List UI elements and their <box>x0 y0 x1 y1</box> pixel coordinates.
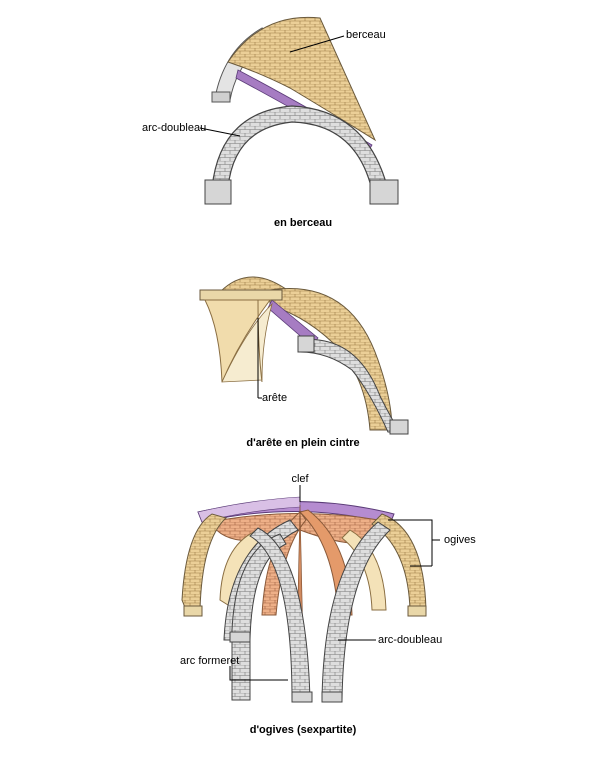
caption-en-berceau: en berceau <box>274 217 332 229</box>
label-arete: arête <box>262 392 287 404</box>
berceau-leader-line <box>289 35 345 53</box>
label-clef: clef <box>291 473 309 485</box>
label-berceau: berceau <box>346 29 386 41</box>
arc-doubleau-leader-line-1 <box>199 127 241 137</box>
caption-d-arete-en-plein-cintre: d'arête en plein cintre <box>246 437 359 449</box>
label-ogives: ogives <box>444 534 476 546</box>
caption-d-ogives-sexpartite: d'ogives (sexpartite) <box>250 724 357 736</box>
label-arc-doubleau-1: arc-doubleau <box>142 122 206 134</box>
rib-vault-illustration <box>181 496 427 703</box>
barrel-vault-illustration <box>204 16 399 205</box>
label-arc-formeret: arc formeret <box>180 655 239 667</box>
groin-vault-illustration <box>199 276 409 435</box>
arc-formeret-leader-line <box>229 666 288 681</box>
label-arc-doubleau-2: arc-doubleau <box>378 634 442 646</box>
